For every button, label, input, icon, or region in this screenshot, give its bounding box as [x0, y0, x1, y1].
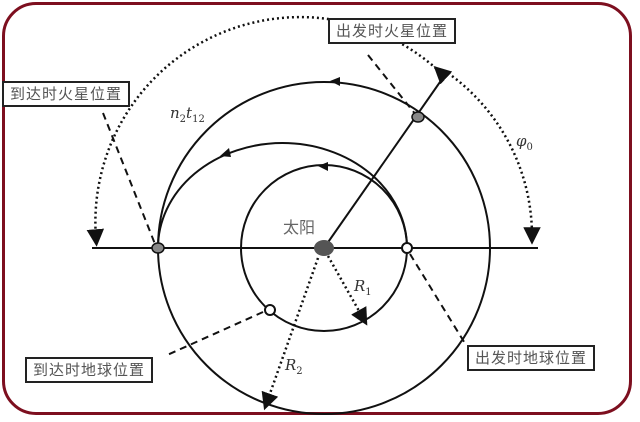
- symbol-phi0: φ0: [516, 132, 533, 153]
- phi0-arc: [451, 75, 541, 245]
- R1-line: [326, 255, 368, 326]
- label-mars-depart: 出发时火星位置: [328, 18, 457, 44]
- label-earth-depart: 出发时地球位置: [467, 345, 596, 371]
- earth-depart-dot: [401, 242, 413, 254]
- leader-mars-arrive: [102, 112, 156, 245]
- leader-mars-depart: [367, 54, 417, 116]
- sun-mars-line: [323, 71, 448, 249]
- earth-arrive-dot: [264, 304, 276, 316]
- label-mars-arrive: 到达时火星位置: [2, 81, 131, 107]
- leader-earth-depart: [409, 253, 467, 346]
- symbol-R1: R1: [354, 277, 372, 298]
- R2-line: [261, 257, 320, 411]
- mars-depart-dot: [411, 111, 425, 123]
- n2t12-arc: [86, 15, 453, 247]
- mars-arrive-dot: [151, 242, 165, 254]
- symbol-n2t12: n2t12: [170, 104, 205, 125]
- earth-orbit-arrow-icon: [318, 162, 328, 171]
- mars-orbit-arrow-icon: [330, 77, 340, 86]
- symbol-R2: R2: [285, 356, 303, 377]
- sun-dot: [314, 240, 334, 256]
- transfer-arrow-icon: [220, 148, 231, 157]
- label-sun: 太阳: [283, 218, 316, 237]
- label-earth-arrive: 到达时地球位置: [25, 357, 154, 383]
- leader-earth-arrive: [164, 311, 264, 357]
